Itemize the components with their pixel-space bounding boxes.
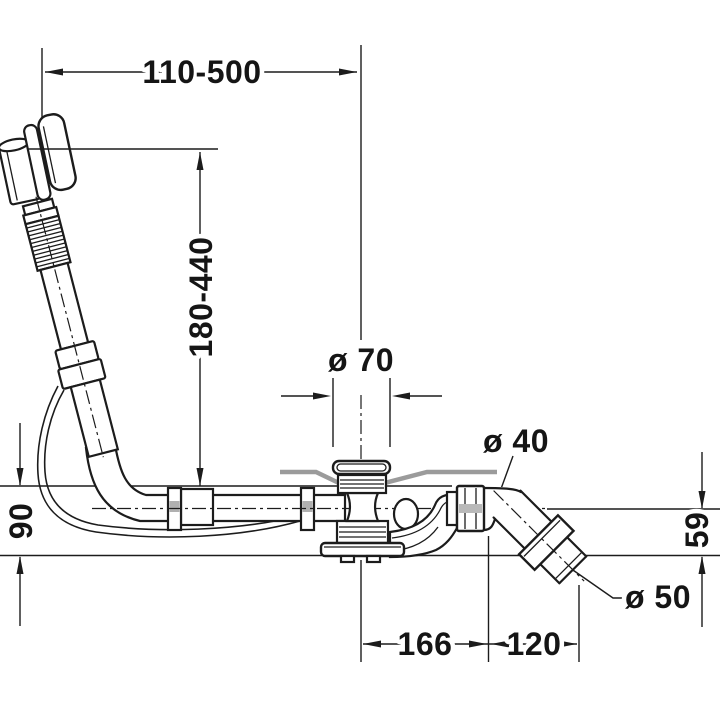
dimension-arrowheads [16, 68, 706, 648]
dim-label-drain-to-connection: 166 [398, 626, 453, 662]
hose-tube-lower [69, 378, 120, 459]
dimension-labels: 110-500 180-440 ø 70 ø 40 ø 50 90 59 166… [0, 50, 720, 667]
cable-conduit [36, 385, 301, 538]
drain-bottom-plate [319, 541, 406, 564]
dim-label-overflow-height: 180-440 [183, 237, 219, 358]
connection-nut [445, 484, 486, 533]
drain-body [331, 459, 420, 545]
overflow-hose [21, 196, 120, 459]
strainer-cap [331, 459, 392, 476]
pipe-sleeve-and-brackets [166, 486, 316, 532]
dim-label-connection-diameter: ø 40 [483, 423, 549, 459]
dim-label-outlet-height: 59 [679, 512, 715, 549]
knee-inner-wall [482, 517, 497, 532]
dim-label-drain-diameter: ø 70 [328, 342, 394, 378]
tub-floor-section [280, 469, 497, 487]
hose-ribs [26, 219, 70, 268]
leader-outlet-diameter [569, 567, 625, 599]
outlet-pipe [492, 489, 588, 585]
dim-label-pipe-height: 90 [3, 503, 39, 540]
knee-outer-wall [482, 486, 523, 494]
dim-label-top-span: 110-500 [142, 54, 261, 90]
dim-label-connection-to-outlet: 120 [507, 626, 562, 662]
dim-label-outlet-diameter: ø 50 [625, 579, 691, 615]
overflow-head [0, 113, 77, 206]
